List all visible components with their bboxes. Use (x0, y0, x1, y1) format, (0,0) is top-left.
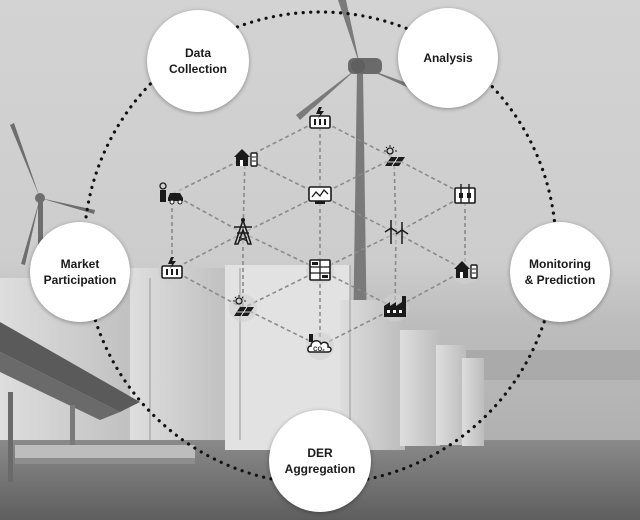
transmission-tower-icon (229, 217, 257, 247)
stage-label-analysis: Analysis (423, 51, 473, 65)
stage-analysis: Analysis (398, 8, 498, 108)
connection-line (242, 269, 321, 309)
monitoring-screen-icon (306, 181, 334, 209)
connection-line (393, 157, 397, 234)
stage-der-aggregation: DER Aggregation (269, 410, 371, 512)
connection-line (242, 157, 246, 234)
solar-panel-icon (380, 144, 408, 172)
connection-line (319, 194, 397, 234)
stage-label-market-participation: Market Participation (43, 257, 117, 287)
network-connections (171, 119, 466, 347)
connection-line (394, 232, 397, 309)
connection-line (319, 307, 396, 347)
stage-label-data-collection: Data Collection (168, 46, 227, 76)
co2-emissions-icon: CO₂ (306, 332, 334, 360)
connection-line (319, 269, 396, 309)
connection-line (242, 232, 321, 271)
wind-turbine-icon (382, 219, 410, 247)
battery-charging-icon (158, 256, 186, 284)
connection-line (244, 119, 321, 159)
factory-icon (381, 294, 409, 322)
connection-line (242, 194, 321, 234)
stage-label-der-aggregation: DER Aggregation (284, 446, 356, 476)
stage-market-participation: Market Participation (30, 222, 130, 322)
battery-charging-icon (306, 106, 334, 134)
electric-vehicle-charging-icon (158, 180, 186, 208)
solar-panel-icon (229, 294, 257, 322)
substation-switch-icon (451, 181, 479, 209)
house-with-battery-icon (451, 256, 479, 284)
stage-label-monitoring-prediction: Monitoring & Prediction (524, 257, 596, 287)
solar-panel-array-foreground (0, 322, 195, 482)
network-nodes: CO₂ (158, 106, 479, 360)
house-with-battery-icon (231, 144, 259, 172)
svg-text:CO₂: CO₂ (313, 347, 325, 353)
connection-line (319, 232, 397, 271)
stage-data-collection: Data Collection (147, 10, 249, 112)
connection-line (242, 307, 321, 347)
stage-monitoring-prediction: Monitoring & Prediction (510, 222, 610, 322)
office-building-icon (306, 256, 334, 284)
